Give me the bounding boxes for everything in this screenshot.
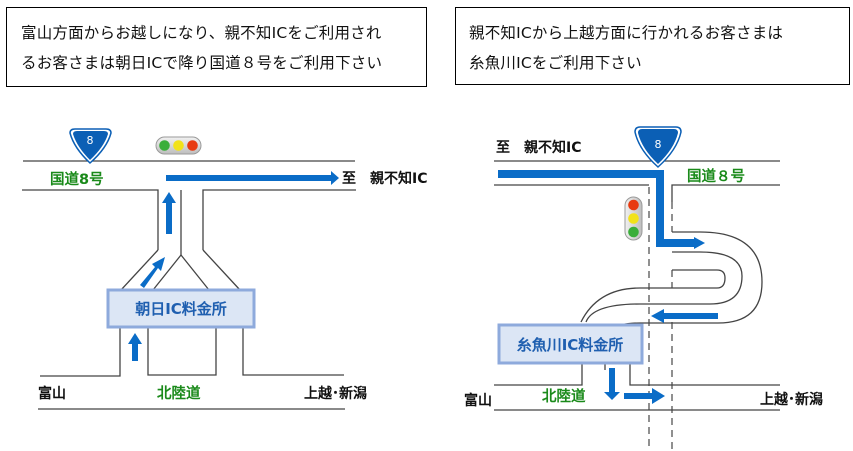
right-traffic-light-icon bbox=[624, 196, 643, 241]
left-instruction-box: 富山方面からお越しになり、親不知ICをご利用され るお客さまは朝日ICで降り国道… bbox=[6, 7, 427, 87]
left-arrow-up-icon bbox=[128, 333, 142, 361]
right-loop-ramp-lane-edge bbox=[585, 251, 743, 323]
left-instruction-line-2: るお客さまは朝日ICで降り国道８号をご利用下さい bbox=[21, 54, 383, 72]
left-toll-booth-label: 朝日IC料金所 bbox=[135, 300, 227, 318]
left-route-shield-icon: 8 bbox=[69, 128, 112, 165]
right-ramp-west-edge bbox=[494, 363, 583, 386]
left-destination-label: 至 親不知IC bbox=[342, 170, 427, 187]
left-national-road-label: 国道8号 bbox=[50, 170, 104, 188]
left-toll-booth bbox=[106, 288, 256, 329]
right-arrow-left-icon bbox=[651, 309, 718, 323]
left-fork-line bbox=[120, 249, 159, 291]
left-fork-line bbox=[180, 254, 210, 291]
right-national-road-label: 国道８号 bbox=[687, 167, 745, 185]
left-expressway-label: 北陸道 bbox=[157, 384, 201, 402]
right-east-label: 上越･新潟 bbox=[760, 391, 823, 408]
right-ramp-east-edge bbox=[629, 363, 780, 386]
left-west-label: 富山 bbox=[38, 385, 66, 402]
right-instruction-box: 親不知ICから上越方面に行かれるお客さまは 糸魚川ICをご利用下さい bbox=[455, 7, 850, 85]
right-expressway-label: 北陸道 bbox=[542, 387, 586, 405]
right-toll-booth-label: 糸魚川IC料金所 bbox=[517, 336, 624, 354]
right-route-shield-icon: 8 bbox=[634, 126, 682, 169]
right-instruction-line-1: 親不知ICから上越方面に行かれるお客さまは bbox=[469, 24, 784, 42]
right-route-line bbox=[498, 170, 696, 247]
left-fork-line bbox=[202, 249, 241, 291]
right-west-label: 富山 bbox=[464, 392, 492, 409]
left-route-shield-number: 8 bbox=[87, 134, 94, 147]
left-route8-south-edge-east bbox=[202, 189, 356, 250]
right-arrow-down-icon bbox=[604, 368, 620, 400]
right-instruction-line-2: 糸魚川ICをご利用下さい bbox=[469, 54, 642, 72]
left-arrow-up-icon bbox=[162, 192, 176, 234]
right-loop-ramp-outer-connector bbox=[580, 287, 672, 323]
left-diagram: 朝日IC料金所 8 国道8号 至 親不知IC 富山 北陸道 上越･新潟 bbox=[22, 128, 427, 410]
left-fork-line bbox=[152, 254, 182, 291]
right-origin-label: 至 親不知IC bbox=[496, 139, 581, 156]
left-arrow-right-icon bbox=[166, 171, 339, 185]
right-toll-booth bbox=[497, 323, 644, 365]
right-route-shield-number: 8 bbox=[655, 138, 662, 151]
left-ramp-west-edge bbox=[40, 327, 121, 377]
left-ramp-east-edge bbox=[242, 327, 344, 376]
right-arrow-right-icon bbox=[624, 388, 665, 404]
right-arrow-right-icon bbox=[694, 237, 705, 249]
right-diagram: 糸魚川IC料金所 8 至 親不知IC 国道８号 富山 北陸道 上越･新潟 bbox=[464, 126, 823, 451]
left-traffic-light-icon bbox=[155, 136, 202, 155]
left-ramp-median bbox=[147, 327, 217, 376]
left-instruction-line-1: 富山方面からお越しになり、親不知ICをご利用され bbox=[21, 24, 382, 42]
right-loop-ramp-inner-edge bbox=[672, 269, 726, 289]
right-route8-south-edge-east bbox=[671, 184, 780, 202]
left-route8-south-edge-west bbox=[22, 189, 159, 250]
left-east-label: 上越･新潟 bbox=[304, 385, 367, 402]
left-arrow-diagonal-icon bbox=[140, 257, 165, 288]
